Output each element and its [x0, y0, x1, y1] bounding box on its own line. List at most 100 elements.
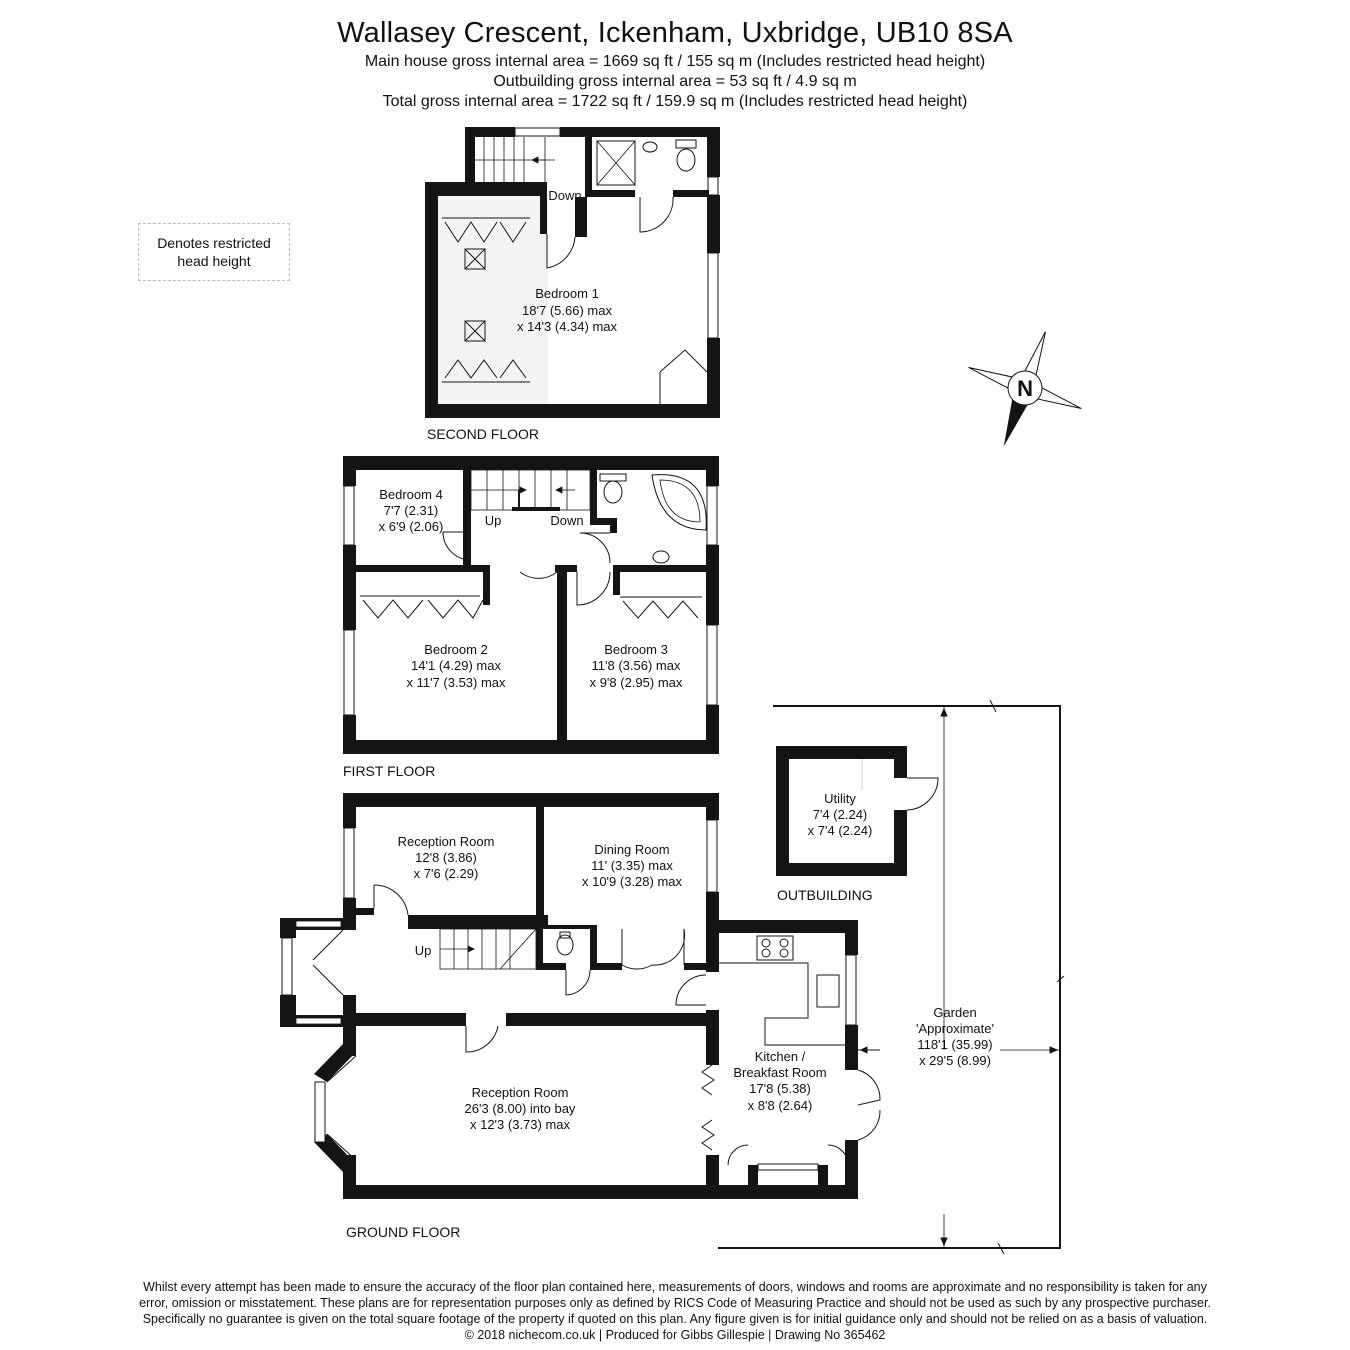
disclaimer-line-1: Whilst every attempt has been made to en…: [143, 1280, 1207, 1294]
wall: [343, 545, 356, 630]
north-arrow-icon: N: [968, 331, 1082, 447]
wall: [343, 715, 356, 754]
wall: [343, 456, 719, 470]
utility-dim1: 7'4 (2.24): [813, 807, 868, 822]
toilet: [676, 148, 696, 172]
ground-floor-label: GROUND FLOOR: [346, 1224, 460, 1240]
wall: [343, 1185, 719, 1199]
second-floor-label: SECOND FLOOR: [427, 426, 539, 442]
wall: [706, 705, 719, 754]
garden-boundary: [718, 699, 1065, 1255]
reception-small-name: Reception Room: [398, 834, 495, 849]
wall: [356, 908, 374, 915]
wall: [845, 1025, 858, 1070]
wall: [536, 807, 544, 929]
disclaimer-line-3: Specifically no guarantee is given on th…: [142, 1312, 1208, 1326]
window: [706, 819, 718, 893]
wall: [540, 182, 547, 234]
wall: [280, 918, 296, 938]
wall: [613, 565, 620, 595]
wall: [512, 507, 560, 511]
wall: [343, 456, 356, 486]
restricted-height-legend: Denotes restricted head height: [138, 223, 290, 281]
wall: [463, 470, 471, 565]
wall: [483, 565, 490, 605]
wall: [748, 1165, 758, 1185]
wall: [894, 810, 907, 876]
wall: [610, 518, 617, 533]
window: [707, 252, 719, 339]
wall: [706, 456, 719, 486]
wall: [343, 995, 356, 1027]
wall: [543, 925, 590, 929]
wall: [536, 963, 566, 970]
first-stair-up-label: Up: [485, 513, 502, 528]
legend-line-2: head height: [177, 253, 251, 269]
wall: [818, 1165, 828, 1185]
bedroom1-dim2: x 14'3 (4.34) max: [517, 319, 618, 334]
wall: [590, 518, 615, 525]
reception-large-dim2: x 12'3 (3.73) max: [470, 1117, 571, 1132]
wall: [425, 182, 547, 196]
bedroom2-name: Bedroom 2: [424, 642, 488, 657]
window: [343, 827, 355, 899]
garden-note: 'Approximate': [916, 1021, 994, 1036]
reception-large-name: Reception Room: [472, 1085, 569, 1100]
wall: [465, 127, 515, 137]
reception-large-dim1: 26'3 (8.00) into bay: [465, 1101, 576, 1116]
utility-name: Utility: [824, 791, 856, 806]
window: [343, 485, 355, 546]
wall: [425, 404, 720, 418]
disclaimer-line-2: error, omission or misstatement. These p…: [139, 1296, 1211, 1310]
bedroom3-dim1: 11'8 (3.56) max: [592, 658, 681, 673]
wall: [425, 182, 438, 418]
window: [281, 937, 293, 996]
toilet: [603, 480, 623, 504]
kitchen-name-1: Kitchen /: [755, 1049, 806, 1064]
bedroom3-dim2: x 9'8 (2.95) max: [590, 675, 683, 690]
second-floor-plan: [425, 127, 720, 418]
plan-header: Wallasey Crescent, Ickenham, Uxbridge, U…: [0, 14, 1350, 112]
wall: [356, 565, 490, 572]
basin: [642, 141, 658, 153]
ground-floor-plan: [280, 793, 881, 1199]
window: [706, 485, 718, 546]
window: [707, 176, 719, 196]
garden-dim1: 118'1 (35.99): [917, 1037, 992, 1052]
wall: [590, 925, 597, 970]
window: [706, 624, 718, 706]
first-stair-down-label: Down: [550, 513, 583, 528]
kitchen-dim2: x 8'8 (2.64): [748, 1098, 813, 1113]
wall: [557, 565, 567, 745]
garden-dim2: x 29'5 (8.99): [919, 1053, 991, 1068]
wall: [894, 746, 907, 778]
wall: [575, 197, 587, 237]
bedroom4-dim2: x 6'9 (2.06): [379, 519, 444, 534]
wall: [706, 1010, 719, 1065]
wall: [408, 915, 548, 929]
kitchen-name-2: Breakfast Room: [733, 1065, 826, 1080]
bedroom4-dim1: 7'7 (2.31): [384, 503, 439, 518]
toilet: [556, 934, 574, 956]
kitchen-dim1: 17'8 (5.38): [749, 1081, 811, 1096]
ground-stair-up-label: Up: [415, 943, 432, 958]
wall: [776, 746, 789, 876]
bedroom2-dim1: 14'1 (4.29) max: [411, 658, 501, 673]
wall: [597, 963, 622, 970]
outbuilding-area: Outbuilding gross internal area = 53 sq …: [493, 73, 857, 90]
bedroom1-name: Bedroom 1: [535, 286, 599, 301]
wall: [465, 127, 475, 186]
first-floor-label: FIRST FLOOR: [343, 763, 435, 779]
wall: [706, 545, 719, 625]
wall: [706, 793, 719, 820]
wall: [776, 863, 907, 876]
wall: [536, 925, 543, 970]
stair-down-label: Down: [548, 188, 581, 203]
shower-tray: [596, 140, 636, 186]
window: [343, 629, 355, 716]
wall: [845, 1140, 858, 1198]
stairs: [475, 137, 555, 185]
bedroom3-name: Bedroom 3: [604, 642, 668, 657]
legend-line-1: Denotes restricted: [157, 235, 271, 251]
